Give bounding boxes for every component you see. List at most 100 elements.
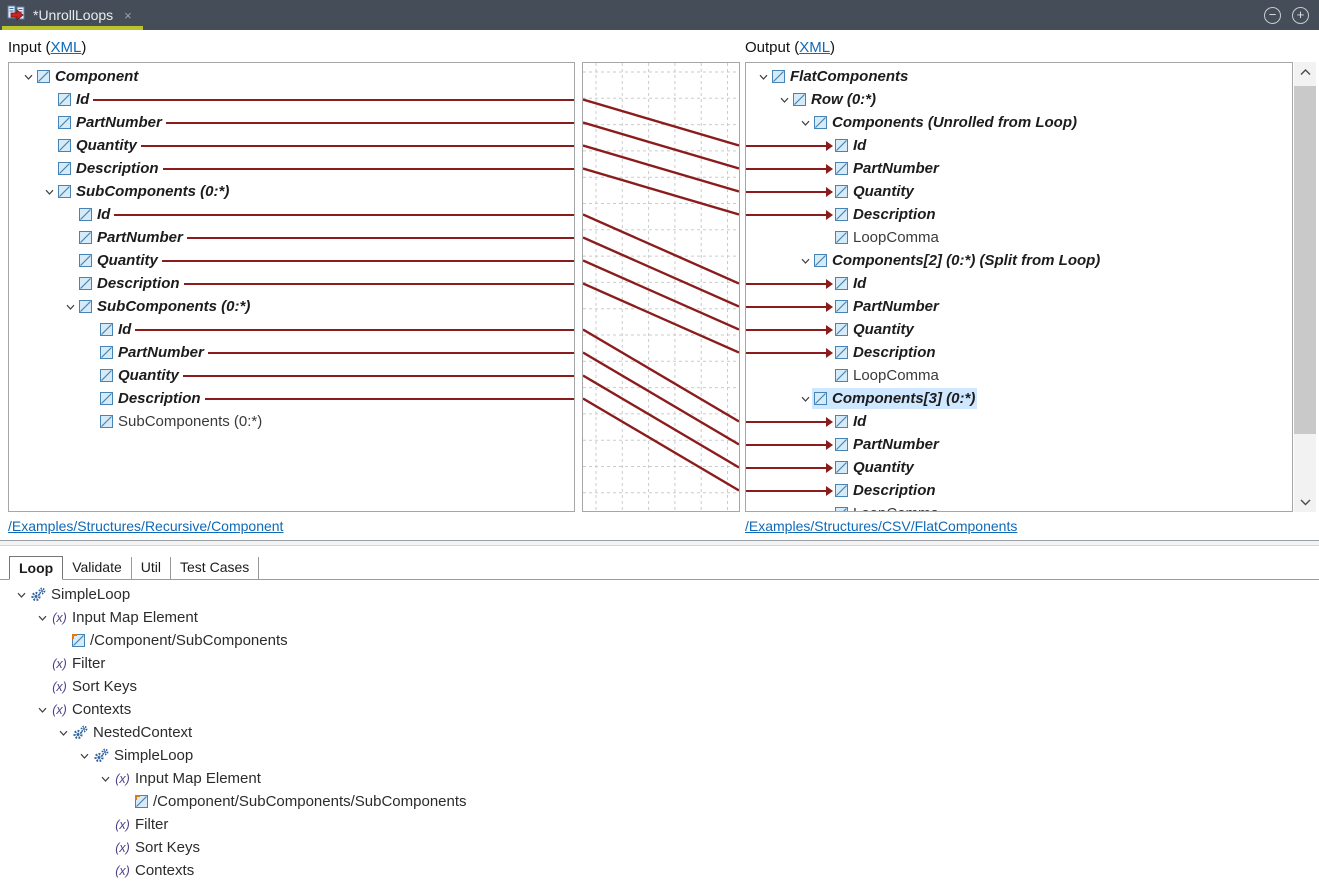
output-tree-row[interactable]: Quantity <box>746 318 1292 341</box>
loop-gears-icon <box>72 725 88 740</box>
chevron-down-icon[interactable] <box>775 97 793 103</box>
scrollbar-thumb[interactable] <box>1294 86 1316 434</box>
loop-tree-row[interactable]: (x)Sort Keys <box>0 836 1319 859</box>
chevron-down-icon[interactable] <box>40 189 58 195</box>
output-node-label: Components (Unrolled from Loop) <box>832 114 1077 131</box>
chevron-down-icon[interactable] <box>796 258 814 264</box>
input-tree-row[interactable]: Quantity <box>9 134 574 157</box>
output-xml-link[interactable]: XML <box>799 39 831 56</box>
mapping-line <box>165 121 574 124</box>
mapping-document-icon <box>7 5 25 26</box>
input-tree-row[interactable]: SubComponents (0:*) <box>9 410 574 433</box>
chevron-down-icon[interactable] <box>754 74 772 80</box>
input-tree-row[interactable]: PartNumber <box>9 111 574 134</box>
chevron-down-icon[interactable] <box>96 776 114 782</box>
input-structure-link[interactable]: /Examples/Structures/Recursive/Component <box>8 518 284 534</box>
zoom-out-button[interactable]: − <box>1264 6 1281 24</box>
input-node-label: Description <box>118 390 201 407</box>
input-tree-row[interactable]: PartNumber <box>9 226 574 249</box>
output-tree-row[interactable]: PartNumber <box>746 295 1292 318</box>
tab-util[interactable]: Util <box>132 557 172 579</box>
loop-node-label: SimpleLoop <box>114 747 194 764</box>
schema-node-icon <box>100 346 113 359</box>
loop-tree-row[interactable]: /Component/SubComponents <box>0 629 1319 652</box>
chevron-down-icon[interactable] <box>61 304 79 310</box>
chevron-down-icon[interactable] <box>796 396 814 402</box>
loop-tree-row[interactable]: SimpleLoop <box>0 744 1319 767</box>
output-tree-row[interactable]: PartNumber <box>746 157 1292 180</box>
input-tree-row[interactable]: Id <box>9 88 574 111</box>
input-tree-row[interactable]: Description <box>9 387 574 410</box>
loop-tree-row[interactable]: (x)Filter <box>0 813 1319 836</box>
input-tree-row[interactable]: Description <box>9 272 574 295</box>
chevron-down-icon[interactable] <box>796 120 814 126</box>
chevron-down-icon[interactable] <box>33 615 51 621</box>
output-node-label: Id <box>853 137 867 154</box>
output-tree-row[interactable]: LoopComma <box>746 364 1292 387</box>
output-tree-row[interactable]: PartNumber <box>746 433 1292 456</box>
input-tree-row[interactable]: Quantity <box>9 249 574 272</box>
output-tree-row[interactable]: Row (0:*) <box>746 88 1292 111</box>
loop-tree-row[interactable]: (x)Contexts <box>0 859 1319 882</box>
output-tree-row[interactable]: Id <box>746 272 1292 295</box>
output-tree-row[interactable]: Quantity <box>746 456 1292 479</box>
output-scrollbar[interactable] <box>1294 62 1316 512</box>
close-icon[interactable]: × <box>124 7 132 23</box>
input-tree-row[interactable]: Description <box>9 157 574 180</box>
loop-tree-row[interactable]: (x)Filter <box>0 652 1319 675</box>
output-tree-row[interactable]: Components[2] (0:*) (Split from Loop) <box>746 249 1292 272</box>
chevron-down-icon[interactable] <box>33 707 51 713</box>
chevron-down-icon[interactable] <box>19 74 37 80</box>
scroll-up-icon[interactable] <box>1294 62 1316 82</box>
pane-splitter[interactable] <box>0 540 1319 546</box>
output-tree-row[interactable]: Components[3] (0:*) <box>746 387 1292 410</box>
loop-node-label: Contexts <box>135 862 195 879</box>
function-icon: (x) <box>115 840 130 855</box>
output-tree-row[interactable]: Description <box>746 203 1292 226</box>
loop-tree-row[interactable]: /Component/SubComponents/SubComponents <box>0 790 1319 813</box>
loop-tree-row[interactable]: (x)Sort Keys <box>0 675 1319 698</box>
loop-tree-row[interactable]: (x)Input Map Element <box>0 767 1319 790</box>
mapping-arrow <box>746 301 833 312</box>
output-tree-row[interactable]: Description <box>746 479 1292 502</box>
output-node-label: PartNumber <box>853 436 939 453</box>
output-tree-row[interactable]: Id <box>746 410 1292 433</box>
schema-node-icon <box>79 277 92 290</box>
loop-tree-row[interactable]: SimpleLoop <box>0 583 1319 606</box>
chevron-down-icon[interactable] <box>12 592 30 598</box>
input-tree-row[interactable]: Quantity <box>9 364 574 387</box>
chevron-down-icon[interactable] <box>54 730 72 736</box>
output-tree-row[interactable]: Id <box>746 134 1292 157</box>
output-structure-link[interactable]: /Examples/Structures/CSV/FlatComponents <box>745 518 1018 534</box>
output-tree-row[interactable]: LoopComma <box>746 226 1292 249</box>
mapping-line <box>161 259 574 262</box>
schema-node-icon <box>100 323 113 336</box>
zoom-in-button[interactable]: + <box>1292 6 1309 24</box>
input-tree-row[interactable]: Component <box>9 65 574 88</box>
input-tree-row[interactable]: SubComponents (0:*) <box>9 295 574 318</box>
input-node-label: PartNumber <box>97 229 183 246</box>
input-xml-link[interactable]: XML <box>50 39 82 56</box>
input-tree-row[interactable]: Id <box>9 203 574 226</box>
output-tree-row[interactable]: Description <box>746 341 1292 364</box>
mapping-arrow <box>746 485 833 496</box>
input-tree-row[interactable]: Id <box>9 318 574 341</box>
loop-tree-row[interactable]: NestedContext <box>0 721 1319 744</box>
output-tree-row[interactable]: Components (Unrolled from Loop) <box>746 111 1292 134</box>
mapping-line <box>182 374 574 377</box>
mapping-line <box>114 213 574 216</box>
input-tree-row[interactable]: SubComponents (0:*) <box>9 180 574 203</box>
output-tree-row[interactable]: FlatComponents <box>746 65 1292 88</box>
chevron-down-icon[interactable] <box>75 753 93 759</box>
loop-gears-icon <box>30 587 46 602</box>
scroll-down-icon[interactable] <box>1294 492 1316 512</box>
tab-loop[interactable]: Loop <box>9 556 64 580</box>
document-tab[interactable]: *UnrollLoops × <box>0 0 143 30</box>
input-tree-row[interactable]: PartNumber <box>9 341 574 364</box>
tab-test-cases[interactable]: Test Cases <box>171 557 260 579</box>
output-tree-row[interactable]: LoopComma <box>746 502 1292 511</box>
loop-tree-row[interactable]: (x)Input Map Element <box>0 606 1319 629</box>
output-tree-row[interactable]: Quantity <box>746 180 1292 203</box>
tab-validate[interactable]: Validate <box>63 557 132 579</box>
loop-tree-row[interactable]: (x)Contexts <box>0 698 1319 721</box>
